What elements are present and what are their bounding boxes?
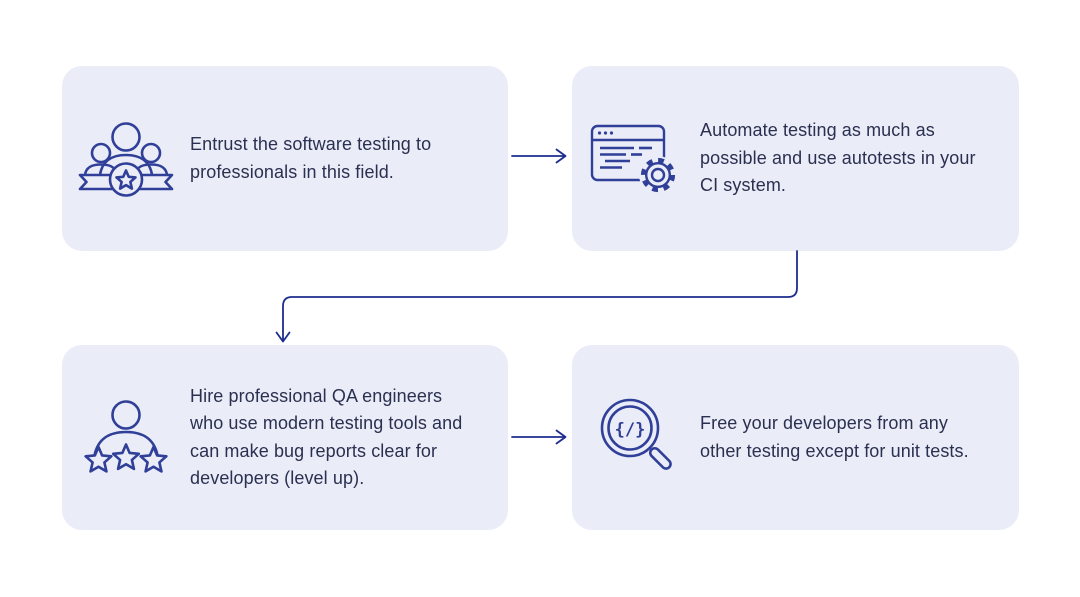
- arrow-step1-to-step2: [511, 148, 567, 164]
- text-line: can make bug reports clear for: [190, 440, 438, 461]
- card-step-2-text: Automate testing as much as possible and…: [700, 117, 976, 200]
- browser-gear-icon: [588, 123, 684, 195]
- card-step-4-text: Free your developers from any other test…: [700, 410, 969, 465]
- svg-text:{/}: {/}: [615, 420, 646, 440]
- card-step-1-text: Entrust the software testing to professi…: [190, 131, 431, 186]
- text-line: Hire professional QA engineers: [190, 385, 443, 406]
- card-step-3-text: Hire professional QA engineers who use m…: [190, 383, 462, 493]
- text-line: CI system.: [700, 175, 787, 196]
- text-line: possible and use autotests in your: [700, 147, 976, 168]
- arrow-step3-to-step4: [511, 429, 567, 445]
- card-step-3: Hire professional QA engineers who use m…: [62, 345, 508, 530]
- code-search-icon: {/}: [588, 396, 684, 480]
- text-line: professionals in this field.: [190, 161, 394, 182]
- team-badge-icon: [78, 117, 174, 201]
- text-line: developers (level up).: [190, 468, 365, 488]
- person-stars-icon: [78, 396, 174, 480]
- card-step-2: Automate testing as much as possible and…: [572, 66, 1019, 251]
- card-step-1: Entrust the software testing to professi…: [62, 66, 508, 251]
- text-line: Automate testing as much as: [700, 120, 935, 141]
- text-line: Free your developers from any: [700, 413, 949, 433]
- text-line: who use modern testing tools and: [190, 413, 463, 433]
- text-line: other testing except for unit tests.: [700, 440, 969, 461]
- card-step-4: {/} Free your developers from any other …: [572, 345, 1019, 530]
- arrow-step2-to-step3: [275, 250, 798, 343]
- text-line: Entrust the software testing to: [190, 134, 432, 154]
